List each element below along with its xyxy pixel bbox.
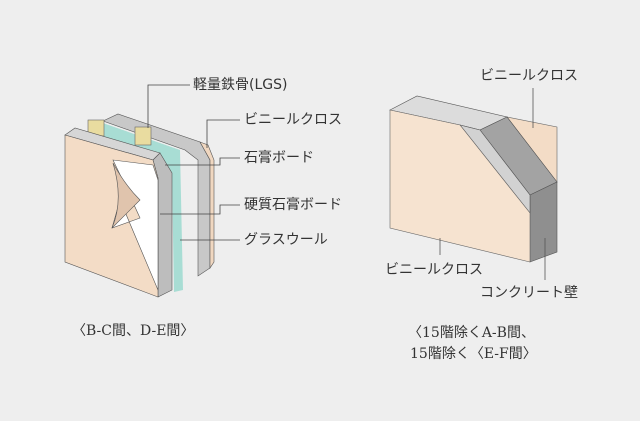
steel-stud [134, 126, 152, 146]
back-vinyl-cloth [199, 141, 215, 269]
label-hard-gypsum-board: 硬質石膏ボード [244, 197, 342, 213]
leader-lines [147, 84, 240, 241]
label-gypsum-board: 石膏ボード [244, 150, 314, 166]
label-concrete-wall: コンクリート壁 [480, 285, 578, 301]
concrete-wall-illustration [389, 88, 558, 280]
caption-right-line1: 〈15階除くA-B間、 [408, 325, 535, 341]
label-vinyl-cloth: ビニールクロス [244, 112, 342, 128]
label-lgs: 軽量鉄骨(LGS) [193, 77, 288, 93]
label-glass-wool: グラスウール [244, 232, 328, 248]
peeled-cloth-flap [111, 162, 141, 229]
partition-wall-illustration [64, 84, 240, 298]
caption-left: 〈B-C間、D-E間〉 [72, 323, 195, 339]
concrete-side-face [529, 181, 558, 263]
label-vinyl-cloth-back: ビニールクロス [480, 68, 578, 84]
caption-right-line2: 15階除く〈E-F間〉 [410, 346, 537, 362]
front-vinyl-cloth-face [389, 109, 531, 263]
leader-lines [439, 88, 546, 280]
label-vinyl-cloth-front: ビニールクロス [385, 262, 483, 278]
